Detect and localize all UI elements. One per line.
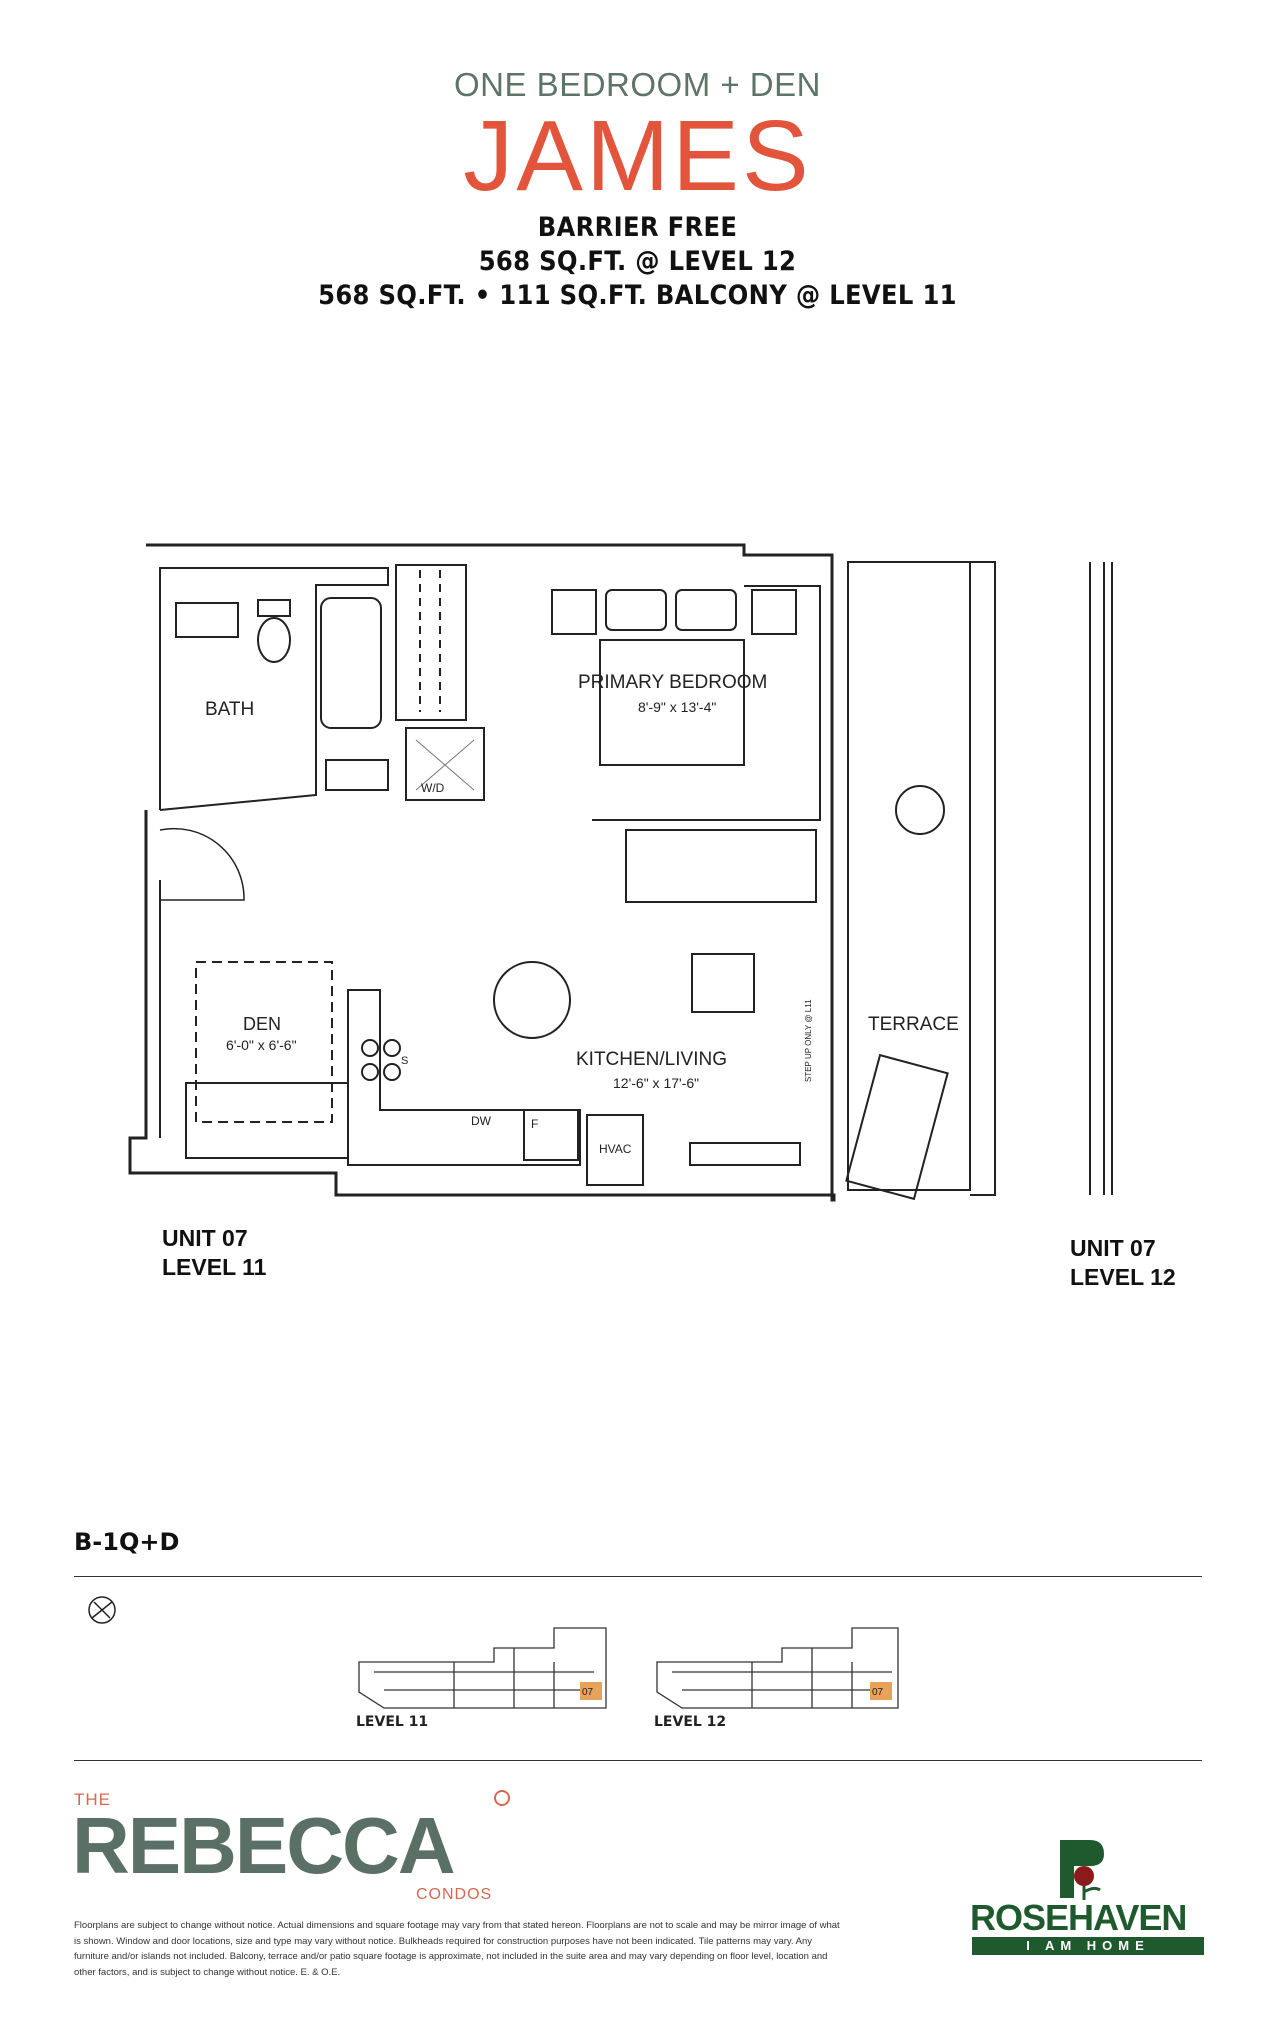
room-label-bath: BATH [205, 699, 254, 720]
toilet-tank [257, 599, 291, 617]
rosehaven-emblem-icon [1060, 1840, 1104, 1900]
brand-the: THE [74, 1790, 111, 1809]
door-swing [159, 827, 245, 901]
tv-console [689, 1142, 801, 1166]
laundry-x [415, 739, 475, 791]
fixture-label-sink: S [401, 1055, 408, 1067]
brand-logo-rebecca: REBECCA [72, 1801, 456, 1890]
exterior-wall [128, 543, 836, 1202]
unit-highlight-label: 07 [582, 1687, 594, 1698]
spec-line-level-12: 568 SQ.FT. @ LEVEL 12 [478, 246, 797, 277]
vanity [325, 759, 389, 791]
plan-subtitle: ONE BEDROOM + DEN [454, 66, 821, 103]
unit-highlight [870, 1682, 892, 1700]
compass-icon [88, 1596, 116, 1624]
step-up-note: STEP UP ONLY @ L11 [804, 999, 813, 1082]
developer-tagline: I AM HOME [972, 1937, 1204, 1955]
key-plan-label-level-12: LEVEL 12 [654, 1714, 727, 1730]
fixture-label-washer-dryer: W/D [421, 781, 445, 795]
bed [599, 639, 745, 766]
key-plan-level-11: 07 [358, 1627, 607, 1709]
unit-highlight [580, 1682, 602, 1700]
room-dim-den: 6'-0" x 6'-6" [226, 1037, 297, 1053]
room-label-den: DEN [243, 1014, 281, 1034]
coffee-table [691, 953, 755, 1013]
dining-table [493, 961, 571, 1039]
den-area [195, 961, 333, 1123]
kitchen-counter [347, 989, 581, 1166]
room-label-bedroom: PRIMARY BEDROOM [578, 672, 767, 693]
unit-level-right: LEVEL 12 [1070, 1264, 1176, 1290]
fixture-label-hvac: HVAC [599, 1142, 632, 1156]
nightstand [551, 589, 597, 635]
room-label-living: KITCHEN/LIVING [576, 1049, 727, 1070]
unit-highlight-label: 07 [872, 1687, 884, 1698]
unit-number-right: UNIT 07 [1070, 1235, 1156, 1261]
spec-line-accessibility: BARRIER FREE [537, 212, 738, 243]
den-sofa [185, 1082, 349, 1159]
nightstand [751, 589, 797, 635]
closet [395, 564, 467, 721]
laundry [405, 727, 485, 801]
fridge-box [523, 1109, 579, 1161]
unit-number-left: UNIT 07 [162, 1225, 248, 1251]
room-dim-living: 12'-6" x 17'-6" [613, 1075, 699, 1091]
pillow [675, 589, 737, 631]
lounger [845, 1053, 949, 1201]
suite-type-code: B-1Q+D [74, 1528, 180, 1556]
terrace [847, 561, 971, 1191]
toilet [257, 617, 291, 663]
level-12-elevation [1089, 562, 1113, 1195]
fixture-label-dishwasher: DW [471, 1114, 492, 1128]
fixture-label-fridge: F [531, 1117, 538, 1131]
room-label-terrace: TERRACE [868, 1014, 959, 1035]
bath-wall-bottom [159, 567, 389, 811]
key-plan-level-12: 07 [656, 1627, 899, 1709]
closet-inner [419, 570, 441, 712]
brand-ring-mark [494, 1790, 510, 1806]
divider-top [74, 1576, 1202, 1577]
brand-condos: CONDOS [416, 1886, 493, 1903]
terrace-rail [970, 561, 996, 1196]
divider-bottom [74, 1760, 1202, 1761]
developer-logo-rosehaven: ROSEHAVEN [970, 1897, 1187, 1938]
spec-line-level-11: 568 SQ.FT. • 111 SQ.FT. BALCONY @ LEVEL … [318, 280, 957, 311]
bedroom-wall [592, 585, 821, 821]
terrace-table [895, 785, 945, 835]
pillow [605, 589, 667, 631]
plan-title: JAMES [463, 100, 812, 212]
key-plan-label-level-11: LEVEL 11 [356, 1714, 429, 1730]
unit-level-left: LEVEL 11 [162, 1254, 267, 1280]
room-dim-bedroom: 8'-9" x 13'-4" [638, 699, 716, 715]
disclaimer: Floorplans are subject to change without… [74, 1920, 840, 1978]
bathtub [320, 597, 382, 729]
bath-sink [175, 602, 239, 638]
sofa [625, 829, 817, 903]
hvac-box [586, 1114, 644, 1186]
unit-label-right: UNIT 07 LEVEL 12 [1070, 1234, 1176, 1292]
unit-label-left: UNIT 07 LEVEL 11 [162, 1224, 266, 1282]
